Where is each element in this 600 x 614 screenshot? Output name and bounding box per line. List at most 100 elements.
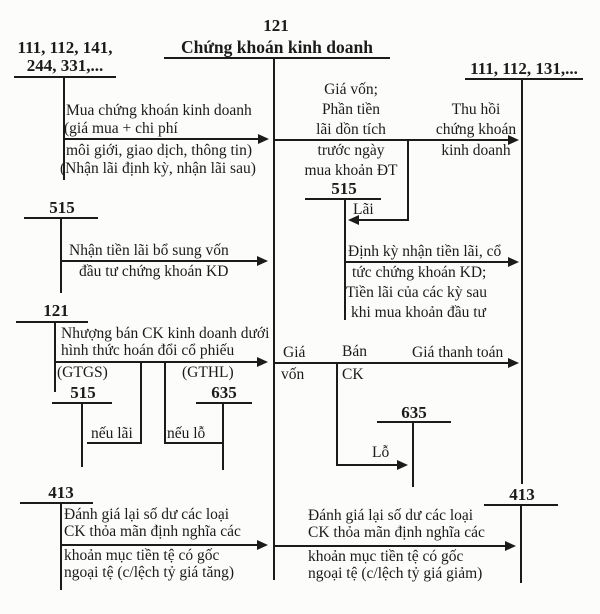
- flow-reval-up-line4: ngoại tệ (c/lệch tỷ giá tăng): [64, 564, 235, 581]
- account-515-lower-top-line: [52, 402, 112, 404]
- account-413-right-top-line: [484, 504, 558, 506]
- account-515-left-code: 515: [49, 198, 75, 217]
- account-413-left-code: 413: [48, 483, 74, 502]
- account-635-center-divider-line: [412, 423, 414, 487]
- account-413-left-top-line: [20, 502, 93, 504]
- account-413-right-code: 413: [509, 485, 535, 504]
- account-top-left-codes-line1: 111, 112, 141,: [17, 38, 113, 57]
- flow-sell-ban-label: Bán: [342, 343, 367, 360]
- account-413-right-divider-line: [520, 506, 522, 583]
- account-515-mid-top-line: [305, 198, 381, 200]
- flow-reval-down-line2: CK thỏa mãn định nghĩa các: [308, 524, 485, 541]
- flow-sell-gia-label: Giá: [283, 344, 306, 361]
- flow-sell-arrow-line: [275, 362, 508, 364]
- account-515-mid-code: 515: [331, 179, 357, 198]
- account-515-lower-code: 515: [70, 383, 96, 402]
- flow-swap-line2: hình thức hoán đổi cổ phiếu: [61, 342, 235, 359]
- account-121-left-divider-line: [54, 323, 56, 392]
- flow-reval-up-line2: CK thỏa mãn định nghĩa các: [64, 523, 241, 540]
- flow-cost-out-line2: Phần tiền: [321, 101, 381, 118]
- flow-if-gain-connector-line: [87, 442, 142, 444]
- flow-reval-up-arrow-line: [61, 544, 257, 546]
- account-413-left-divider-line: [60, 504, 62, 590]
- flow-periodic-arrow-line: [346, 261, 508, 263]
- flow-sell-settle-label: Giá thanh toán: [412, 344, 504, 361]
- flow-cost-out-line3: lãi dồn tích: [316, 121, 386, 138]
- account-121-center-name: Chứng khoán kinh doanh: [181, 37, 373, 57]
- arrow-right-icon: [397, 460, 408, 470]
- arrow-right-icon: [257, 540, 268, 550]
- flow-loss-connector-line: [336, 464, 397, 466]
- flow-interest-branch-line: [407, 141, 409, 221]
- flow-if-loss-label: nếu lỗ: [167, 425, 206, 442]
- account-top-right-top-line: [465, 78, 583, 80]
- flow-recover-arrow-line: [275, 139, 508, 141]
- flow-bonus-line1: Nhận tiền lãi bổ sung vốn: [69, 242, 229, 259]
- account-515-lower-divider-line: [81, 404, 83, 467]
- account-121-left-top-line: [16, 321, 88, 323]
- flow-swap-gthl-label: (GTHL): [182, 364, 234, 381]
- flow-buy-arrow-line: [64, 138, 258, 140]
- account-121-left-code: 121: [43, 301, 69, 320]
- flow-reval-up-line3: khoản mục tiền tệ có gốc: [64, 547, 220, 564]
- flow-interest-label: Lãi: [353, 201, 374, 218]
- account-121-center-code: 121: [263, 16, 289, 35]
- flow-sell-von-label: vốn: [281, 366, 305, 383]
- flow-cost-out-line4: trước ngày: [317, 142, 385, 159]
- flow-if-loss-branch-line: [164, 363, 166, 444]
- arrow-right-icon: [258, 134, 269, 144]
- account-635-left-top-line: [196, 402, 252, 404]
- account-635-center-code: 635: [401, 403, 427, 422]
- flow-sell-ck-label: CK: [342, 366, 364, 383]
- arrow-right-icon: [257, 357, 268, 367]
- flow-if-loss-connector-line: [164, 442, 223, 444]
- flow-buy-line1: Mua chứng khoán kinh doanh: [66, 102, 252, 119]
- arrow-right-icon: [505, 541, 516, 551]
- flow-cost-out-line1: Giá vốn;: [324, 81, 378, 98]
- arrow-right-icon: [508, 257, 519, 267]
- flow-periodic-line1: Định kỳ nhận tiền lãi, cổ: [348, 243, 502, 260]
- flow-bonus-line2: đầu tư chứng khoán KD: [79, 263, 229, 280]
- arrow-right-icon: [257, 256, 268, 266]
- account-top-right-divider-line: [521, 80, 523, 484]
- account-515-left-top-line: [24, 217, 98, 219]
- flow-reval-up-line1: Đánh giá lại số dư các loại: [64, 506, 230, 523]
- flow-reval-down-line4: ngoại tệ (c/lệch tỷ giá giảm): [308, 565, 483, 582]
- account-top-left-top-line: [14, 76, 116, 78]
- flow-reval-down-line1: Đánh giá lại số dư các loại: [308, 507, 474, 524]
- arrow-right-icon: [508, 135, 519, 145]
- flow-loss-label: Lỗ: [372, 444, 390, 461]
- account-635-left-divider-line: [222, 404, 224, 470]
- flow-cost-out-line5: mua khoản ĐT: [304, 162, 398, 179]
- arrow-left-icon: [348, 215, 359, 225]
- flow-loss-branch-line: [336, 364, 338, 466]
- flow-swap-line1: Nhượng bán CK kinh doanh dưới: [61, 325, 270, 342]
- flow-buy-line2: (giá mua + chi phí: [64, 120, 178, 137]
- account-635-left-code: 635: [211, 383, 237, 402]
- flow-reval-down-arrow-line: [275, 545, 505, 547]
- flow-recover-line1: Thu hồi: [451, 101, 501, 118]
- flow-recover-line2: chứng khoán: [435, 121, 517, 138]
- flow-swap-gtgs-label: (GTGS): [57, 364, 108, 381]
- flow-periodic-line3: Tiền lãi của các kỳ sau: [346, 284, 488, 301]
- account-635-center-top-line: [377, 421, 451, 423]
- flow-periodic-line4: khi mua khoản đầu tư: [351, 304, 486, 321]
- account-515-left-divider-line: [60, 219, 62, 293]
- flow-reval-down-line3: khoản mục tiền tệ có gốc: [308, 548, 464, 565]
- flow-buy-line3: môi giới, giao dịch, thông tin): [66, 142, 252, 159]
- account-515-mid-divider-line: [344, 200, 346, 320]
- flow-periodic-line2: tức chứng khoán KD;: [352, 264, 487, 281]
- flow-interest-arrow-line: [359, 219, 408, 221]
- account-121-divider-line: [273, 59, 275, 580]
- flow-bonus-arrow-line: [61, 260, 257, 262]
- account-top-left-divider-line: [63, 78, 65, 180]
- flow-buy-line4: (Nhận lãi định kỳ, nhận lãi sau): [60, 160, 256, 177]
- account-top-left-codes-line2: 244, 331,...: [26, 56, 104, 75]
- arrow-right-icon: [508, 358, 519, 368]
- account-121-top-line: [164, 57, 390, 59]
- flow-recover-line3: kinh doanh: [441, 142, 511, 159]
- flow-if-gain-label: nếu lãi: [91, 425, 133, 442]
- flow-swap-arrow-line: [55, 361, 257, 363]
- account-top-right-codes: 111, 112, 131,...: [470, 59, 578, 78]
